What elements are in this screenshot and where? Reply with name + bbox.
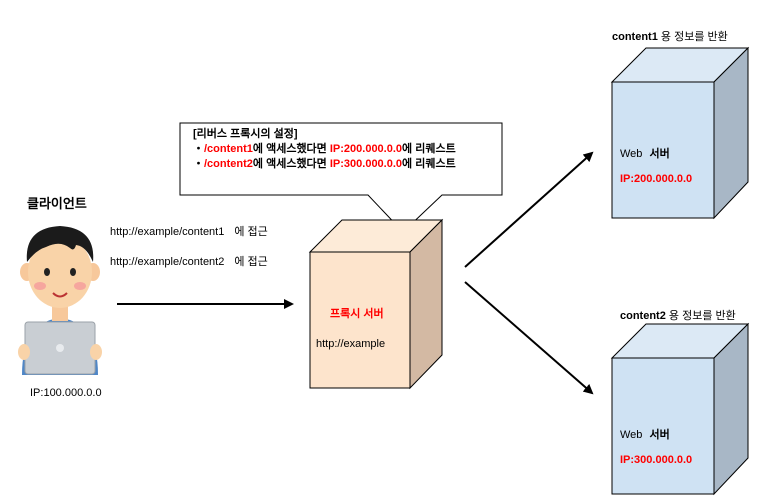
server1-caption-name: content1 — [612, 31, 658, 43]
server1-label: Web 서버 — [620, 147, 670, 161]
server1-caption: content1 용 정보를 반환 — [612, 30, 728, 44]
callout-rule-1-ip: IP:200.000.0.0 — [329, 143, 403, 155]
callout-rule-2: ・/content2에 액세스했다면 IP:300.000.0.0에 리퀘스트 — [193, 157, 456, 172]
request1-label: http://example/content1 에 접근 — [110, 225, 268, 239]
callout-rule-1-mid: 에 액세스했다면 — [252, 143, 330, 155]
server1-box — [610, 46, 750, 220]
callout-bubble — [179, 122, 503, 233]
server2-box-front — [611, 357, 715, 495]
callout-heading: [리버스 프록시의 설정] — [193, 128, 298, 140]
server2-caption-rest: 용 정보를 반환 — [665, 310, 736, 322]
server1-name: 서버 — [649, 148, 670, 160]
server2-label: Web 서버 — [620, 428, 670, 442]
callout-rule-2-ip: IP:300.000.0.0 — [329, 158, 403, 170]
server2-caption-name: content2 — [620, 310, 666, 322]
callout-rule-1-end: 에 리퀘스트 — [402, 143, 456, 155]
callout-rule-2-path: /content2 — [204, 158, 253, 170]
callout-rule-2-mid: 에 액세스했다면 — [252, 158, 330, 170]
proxy-server-box — [308, 218, 444, 390]
proxy-to-server1-arrow — [464, 151, 594, 268]
proxy-title: 프록시 서버 — [330, 308, 384, 320]
client-person-icon — [18, 226, 102, 375]
request2-url: http://example/content2 — [110, 256, 225, 268]
proxy-url: http://example — [316, 338, 386, 350]
server1-caption-rest: 용 정보를 반환 — [657, 31, 728, 43]
server1-ip: IP:200.000.0.0 — [620, 173, 693, 185]
callout-rule-1-bullet: ・ — [193, 143, 204, 155]
server1-prefix: Web — [620, 148, 643, 160]
server1-box-front — [611, 81, 715, 219]
request1-url: http://example/content1 — [110, 226, 225, 238]
request2-suffix: 에 접근 — [234, 256, 268, 268]
server2-caption: content2 용 정보를 반환 — [620, 309, 736, 323]
client-title: 클라이언트 — [27, 196, 87, 211]
request2-label: http://example/content2 에 접근 — [110, 255, 268, 269]
server2-prefix: Web — [620, 429, 643, 441]
callout-rule-2-end: 에 리퀘스트 — [402, 158, 456, 170]
client-ip: IP:100.000.0.0 — [30, 387, 102, 399]
proxy-box-front — [309, 251, 411, 389]
callout-rule-2-bullet: ・ — [193, 158, 204, 170]
proxy-to-server2-arrow — [464, 281, 594, 395]
server2-box — [610, 322, 750, 496]
callout-rule-1-path: /content1 — [204, 143, 253, 155]
server2-ip: IP:300.000.0.0 — [620, 454, 693, 466]
server2-name: 서버 — [649, 429, 670, 441]
request1-suffix: 에 접근 — [234, 226, 268, 238]
callout-rule-1: ・/content1에 액세스했다면 IP:200.000.0.0에 리퀘스트 — [193, 142, 456, 157]
